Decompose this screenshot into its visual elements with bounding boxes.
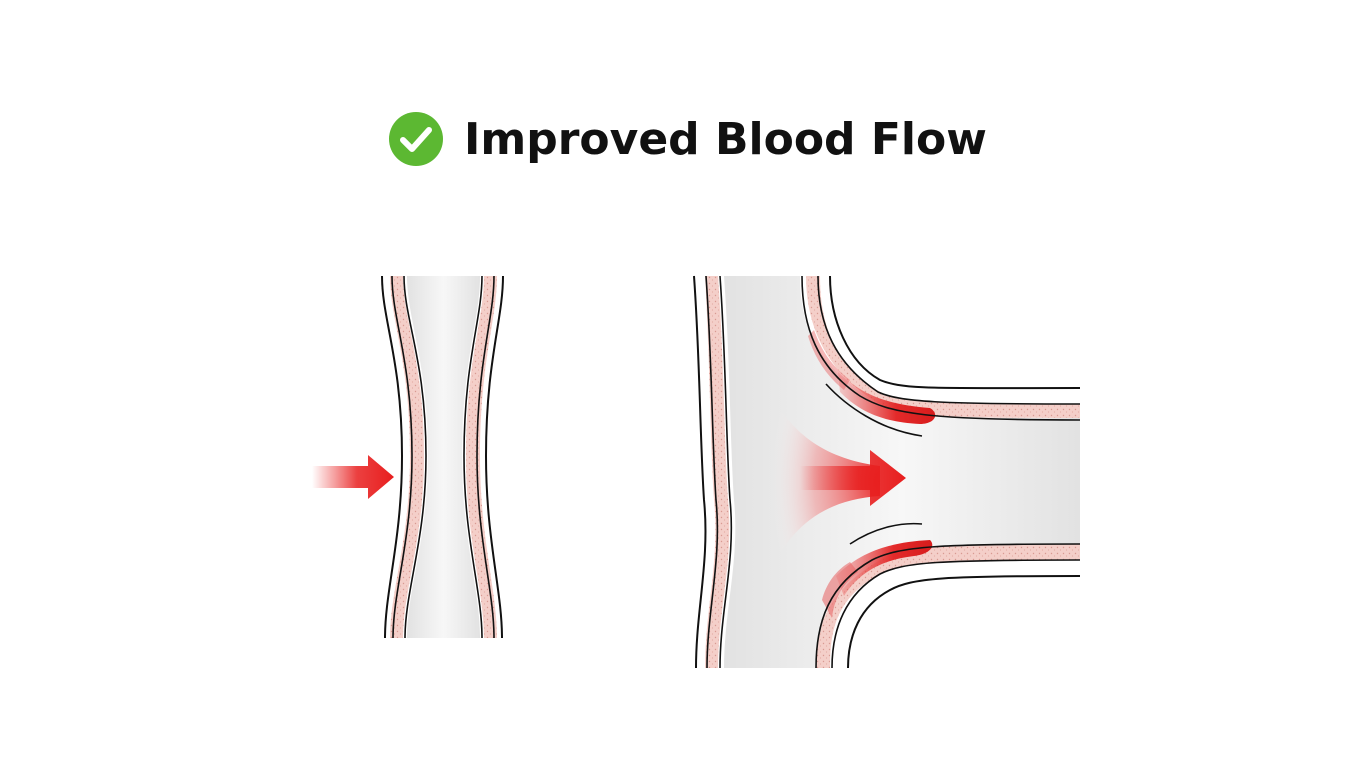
arrow-right-icon — [312, 455, 394, 499]
narrowed-vessel — [382, 276, 503, 638]
